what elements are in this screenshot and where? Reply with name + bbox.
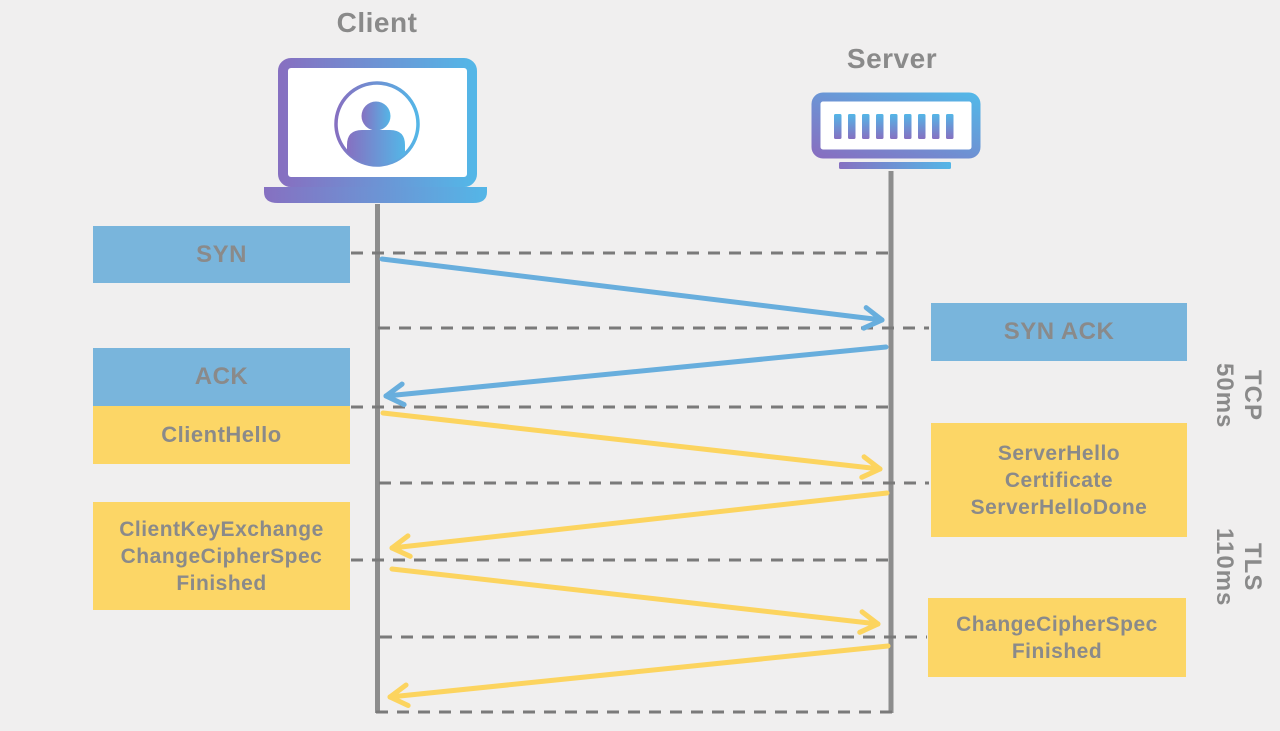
server-slots bbox=[834, 114, 954, 139]
msg-line: Finished bbox=[176, 571, 267, 595]
msg-line: SYN bbox=[196, 240, 247, 268]
time-marker-lines bbox=[351, 251, 929, 714]
laptop-user-icon bbox=[264, 58, 487, 203]
laptop-base bbox=[264, 187, 487, 203]
server-stand bbox=[839, 162, 951, 169]
server-rack-icon bbox=[811, 92, 981, 169]
msg-line: ACK bbox=[194, 363, 249, 390]
change-cipher-spec-arrow bbox=[387, 643, 891, 709]
syn-arrow bbox=[379, 256, 885, 331]
syn-ack-arrow bbox=[383, 344, 889, 408]
msg-line: SYN ACK bbox=[1003, 318, 1115, 345]
change-cipher-spec-label-box: ChangeCipherSpec Finished bbox=[928, 598, 1186, 677]
msg-line: ChangeCipherSpec bbox=[120, 544, 323, 568]
client-key-exchange-label-box: ClientKeyExchange ChangeCipherSpec Finis… bbox=[93, 502, 350, 610]
syn-ack-label-box: SYN ACK bbox=[931, 303, 1187, 361]
syn-label-box: SYN bbox=[93, 226, 350, 283]
server-hello-arrow bbox=[389, 490, 890, 559]
ack-label-box: ACK bbox=[93, 348, 350, 406]
phase-duration: 110ms bbox=[1211, 528, 1238, 607]
server-hello-label-box: ServerHello Certificate ServerHelloDone bbox=[931, 423, 1187, 537]
client-key-exchange-arrow bbox=[389, 566, 881, 635]
msg-line: ClientHello bbox=[161, 422, 282, 447]
server-title: Server bbox=[846, 43, 938, 74]
tls-phase-label: TLS 110ms bbox=[1210, 520, 1266, 615]
msg-line: ServerHelloDone bbox=[970, 495, 1148, 519]
msg-line: Certificate bbox=[1004, 468, 1114, 492]
msg-line: ChangeCipherSpec bbox=[956, 612, 1158, 636]
client-hello-label-box: ClientHello bbox=[93, 406, 350, 464]
client-title: Client bbox=[336, 7, 418, 38]
phase-protocol: TCP bbox=[1239, 370, 1266, 421]
msg-line: Finished bbox=[1011, 639, 1103, 663]
msg-line: ClientKeyExchange bbox=[119, 517, 324, 541]
client-hello-arrow bbox=[380, 410, 883, 480]
user-avatar-icon bbox=[347, 101, 405, 165]
phase-protocol: TLS bbox=[1239, 543, 1266, 592]
phase-duration: 50ms bbox=[1211, 362, 1238, 429]
tcp-phase-label: TCP 50ms bbox=[1210, 348, 1266, 443]
msg-line: ServerHello bbox=[997, 441, 1121, 465]
